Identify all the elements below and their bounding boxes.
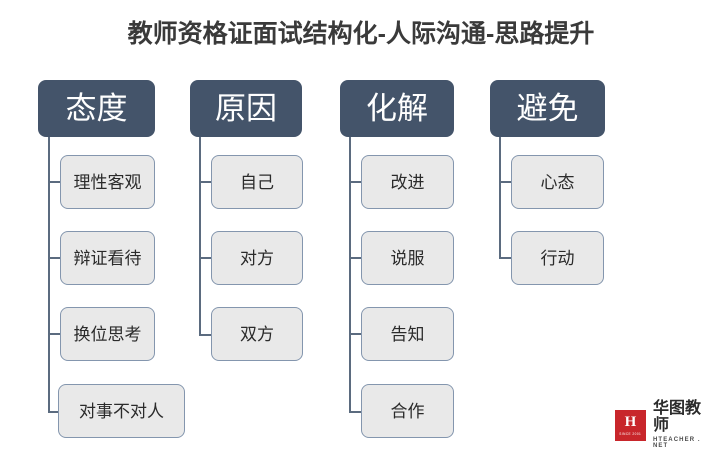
list-item[interactable]: 理性客观 [60, 155, 155, 209]
logo-mark-year: SINCE 2001 [619, 432, 642, 436]
connector-stub [349, 257, 362, 259]
list-item[interactable]: 告知 [361, 307, 454, 361]
connector-trunk-resolve [349, 137, 351, 412]
logo-brand-cn: 华图教师 [653, 400, 702, 434]
list-item[interactable]: 换位思考 [60, 307, 155, 361]
connector-stub [349, 333, 362, 335]
logo-brand-en: HTEACHER . NET [653, 436, 701, 449]
logo-mark-glyph: H [624, 413, 637, 430]
page-title: 教师资格证面试结构化-人际沟通-思路提升 [127, 20, 595, 48]
list-item[interactable]: 行动 [511, 231, 604, 285]
connector-stub [349, 181, 362, 183]
connector-trunk-attitude [48, 137, 50, 412]
connector-stub [349, 411, 362, 413]
connector-stub [48, 181, 61, 183]
column-header-avoid[interactable]: 避免 [490, 80, 605, 137]
list-item[interactable]: 合作 [361, 384, 454, 438]
list-item[interactable]: 自己 [211, 155, 303, 209]
connector-stub [499, 257, 512, 259]
connector-stub [48, 333, 61, 335]
list-item[interactable]: 辩证看待 [60, 231, 155, 285]
column-header-attitude[interactable]: 态度 [38, 80, 155, 137]
connector-stub [48, 411, 59, 413]
list-item[interactable]: 心态 [511, 155, 604, 209]
logo-mark-icon: H SINCE 2001 [615, 409, 646, 441]
connector-stub [48, 257, 61, 259]
logo-text: 华图教师 HTEACHER . NET [653, 400, 715, 449]
list-item[interactable]: 双方 [211, 307, 303, 361]
connector-stub [199, 334, 212, 336]
connector-stub [199, 181, 212, 183]
connector-trunk-cause [199, 137, 201, 336]
list-item[interactable]: 改进 [361, 155, 454, 209]
list-item[interactable]: 对事不对人 [58, 384, 185, 438]
connector-trunk-avoid [499, 137, 501, 258]
brand-logo: H SINCE 2001 华图教师 HTEACHER . NET [615, 400, 715, 449]
column-header-resolve[interactable]: 化解 [340, 80, 454, 137]
list-item[interactable]: 说服 [361, 231, 454, 285]
list-item[interactable]: 对方 [211, 231, 303, 285]
connector-stub [499, 181, 512, 183]
connector-stub [199, 257, 212, 259]
column-header-cause[interactable]: 原因 [190, 80, 302, 137]
